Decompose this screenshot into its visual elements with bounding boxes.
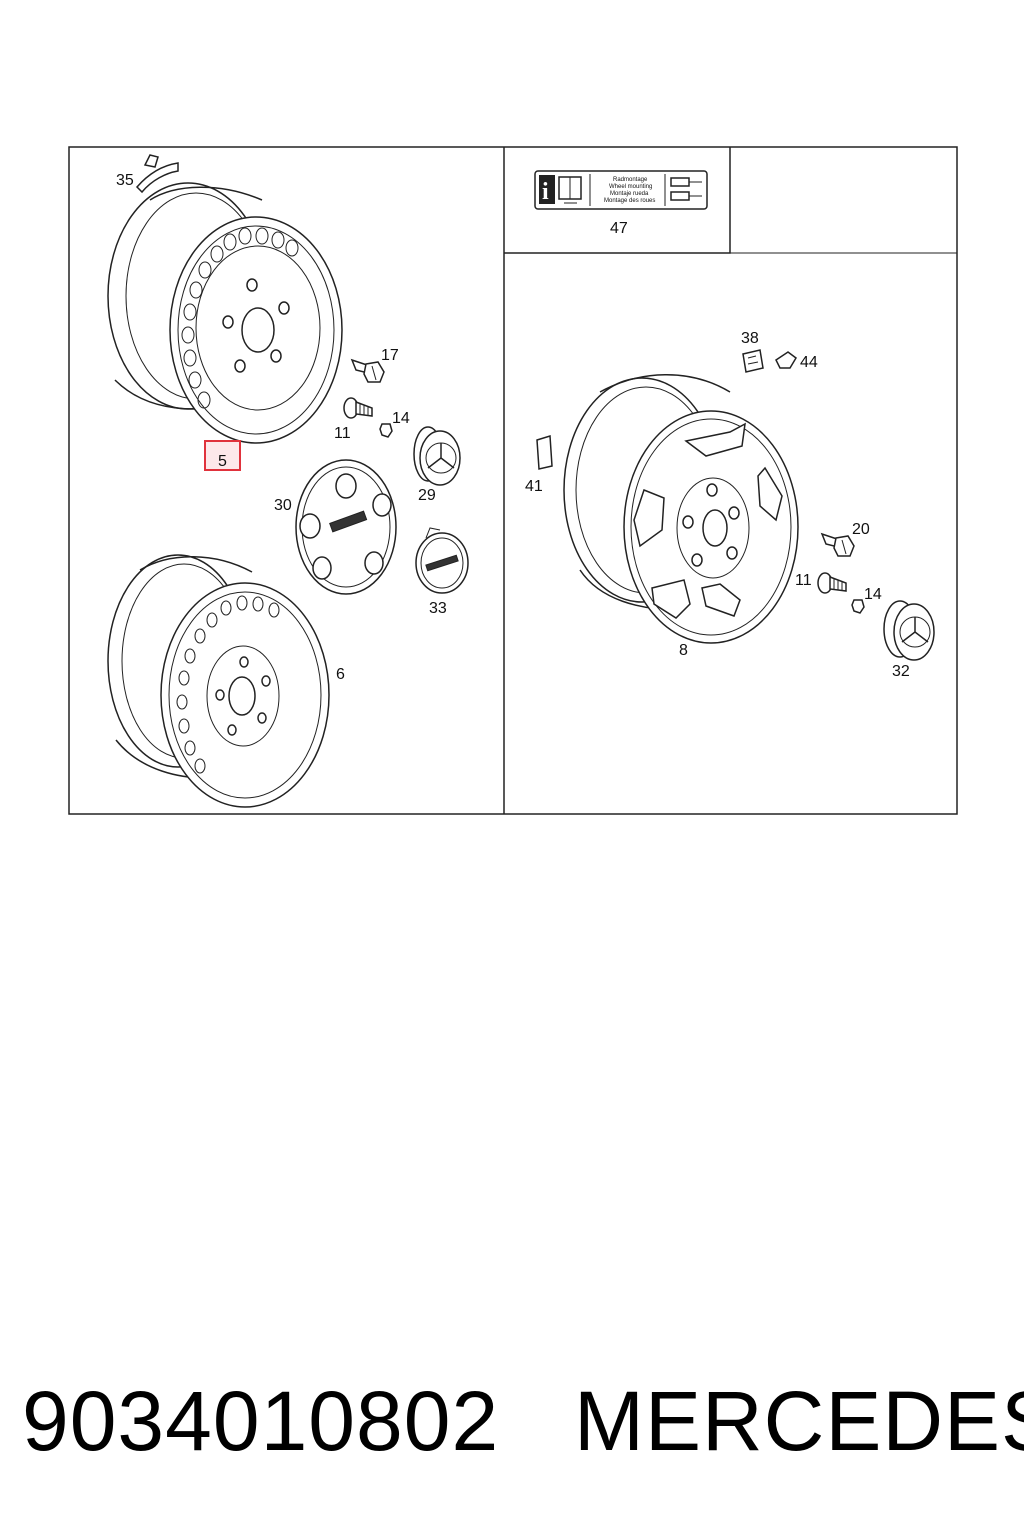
part-6-steel-wheel xyxy=(107,554,330,808)
svg-text:i: i xyxy=(542,179,549,205)
callout-41: 41 xyxy=(525,478,543,495)
callout-30: 30 xyxy=(274,497,292,514)
callout-6: 6 xyxy=(336,666,345,683)
callout-38: 38 xyxy=(741,330,759,347)
diagram-frame xyxy=(68,146,958,815)
part-41-adhesive-weight xyxy=(536,435,553,470)
part-11-wheel-stud-left xyxy=(343,397,373,419)
part-44-valve xyxy=(775,351,797,369)
part-32-hub-cap xyxy=(883,600,935,661)
part-38-sensor xyxy=(742,349,764,373)
callout-20: 20 xyxy=(852,521,870,538)
part-11-wheel-stud-right xyxy=(817,572,847,594)
info-label-line-4: Montage des roues xyxy=(604,198,655,204)
callout-8: 8 xyxy=(679,642,688,659)
callout-35: 35 xyxy=(116,172,134,189)
callout-11-right: 11 xyxy=(795,572,812,589)
callout-14-left: 14 xyxy=(392,410,410,427)
part-5-steel-wheel xyxy=(107,182,343,444)
info-label-line-1: Radmontage xyxy=(613,177,648,183)
callout-47: 47 xyxy=(610,220,628,237)
part-33-cover-cap xyxy=(415,527,469,594)
callout-32: 32 xyxy=(892,663,910,680)
callout-29: 29 xyxy=(418,487,436,504)
part-29-hub-cap xyxy=(413,426,461,486)
footer: 9034010802 MERCEDES xyxy=(0,1366,1024,1476)
callout-14-right: 14 xyxy=(864,586,882,603)
part-number: 9034010802 xyxy=(22,1374,500,1468)
brand-name: MERCEDES xyxy=(574,1374,1024,1468)
part-20-wheel-bolt xyxy=(820,532,855,557)
callout-5[interactable]: 5 xyxy=(218,453,227,470)
part-14-nut-right xyxy=(851,599,865,614)
callout-17: 17 xyxy=(381,347,399,364)
info-label-line-2: Wheel mounting xyxy=(609,184,652,190)
part-17-wheel-bolt xyxy=(350,358,385,383)
callout-5-highlight[interactable] xyxy=(204,440,241,471)
callout-33: 33 xyxy=(429,600,447,617)
part-47-info-label: i Radmontage Wheel mounting Montaje rued… xyxy=(534,170,708,210)
part-30-wheel-cover xyxy=(295,459,397,595)
part-14-nut-left xyxy=(379,423,393,438)
callout-11-left: 11 xyxy=(334,425,351,442)
part-8-alloy-wheel xyxy=(563,374,799,644)
info-label-line-3: Montaje rueda xyxy=(610,191,649,197)
callout-44: 44 xyxy=(800,354,818,371)
part-35-balance-weight xyxy=(135,154,179,194)
